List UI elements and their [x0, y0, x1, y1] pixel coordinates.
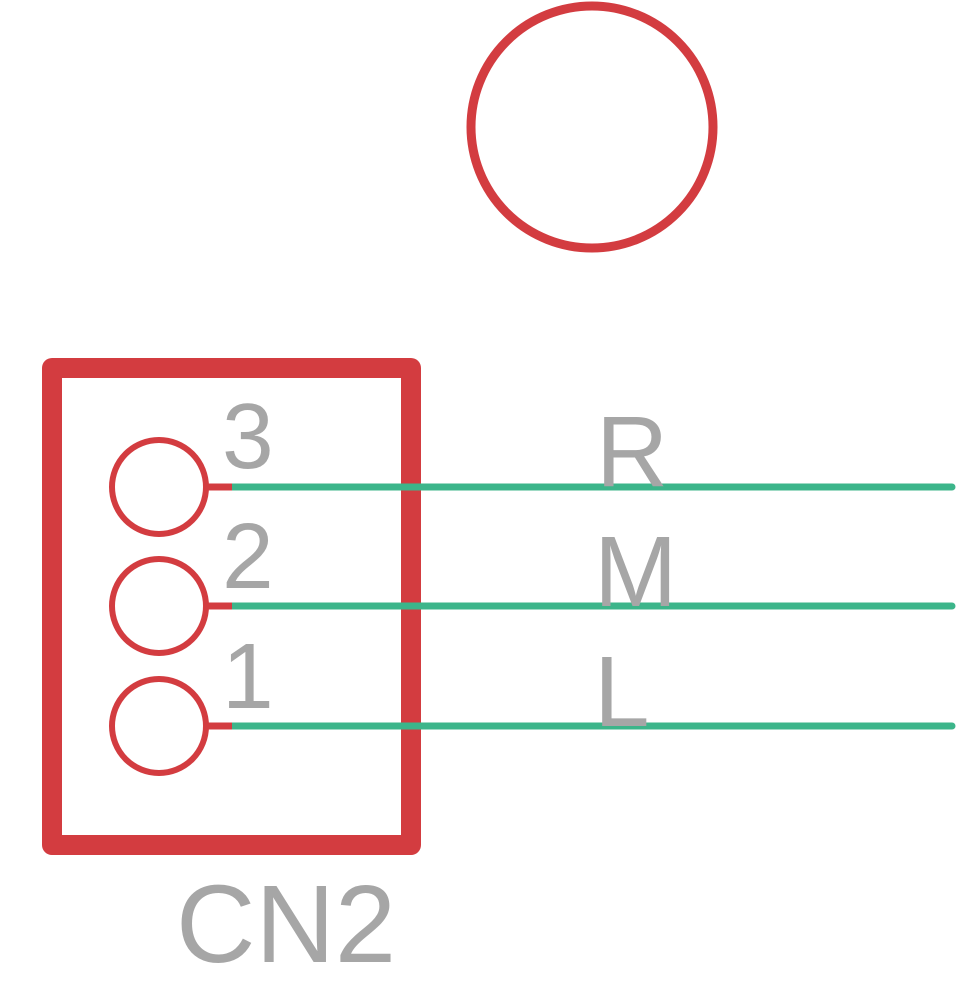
- pin-number-label: 1: [222, 624, 274, 728]
- pin-number-label: 3: [222, 384, 274, 488]
- pin-pad-circle: [109, 437, 209, 537]
- connector-pin-1: 1 L: [109, 624, 956, 776]
- connector-reference-label: CN2: [176, 863, 396, 986]
- pin-pad-circle: [109, 676, 209, 776]
- mounting-hole-circle: [466, 1, 718, 253]
- pin-pad-circle: [109, 556, 209, 656]
- net-label-r: R: [596, 396, 668, 508]
- net-label-l: L: [594, 636, 650, 748]
- connector-pin-2: 2 M: [109, 504, 956, 656]
- connector-pin-3: 3 R: [109, 384, 956, 537]
- net-label-m: M: [594, 516, 677, 628]
- pin-number-label: 2: [222, 504, 274, 608]
